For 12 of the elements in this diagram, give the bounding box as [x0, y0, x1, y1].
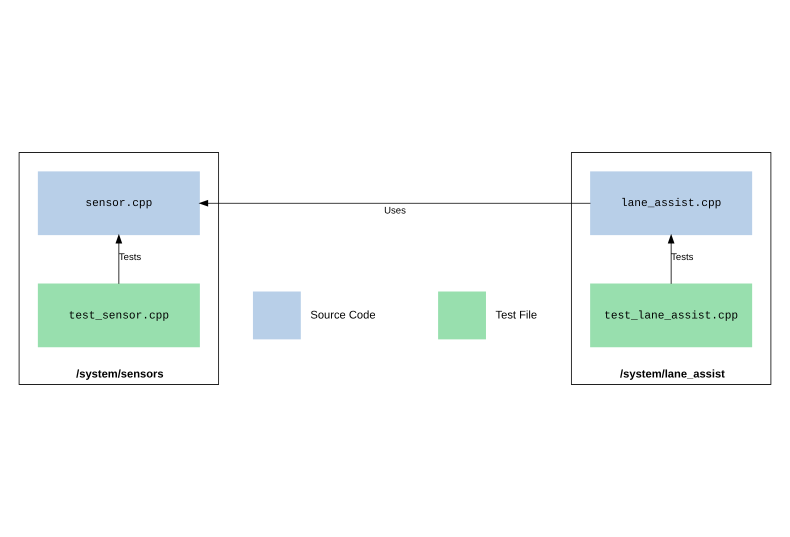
legend-label: Source Code — [310, 309, 376, 322]
legend-label: Test File — [496, 309, 538, 322]
edge-label: Tests — [118, 252, 142, 263]
edge-label: Tests — [671, 252, 694, 263]
arrow — [198, 200, 591, 207]
node-box: sensor.cpp — [38, 171, 200, 236]
node-box: lane_assist.cpp — [590, 171, 752, 236]
arrow — [668, 234, 674, 284]
edge-label: Uses — [384, 205, 406, 216]
node-box: test_lane_assist.cpp — [590, 283, 752, 348]
node-box: test_sensor.cpp — [38, 283, 200, 348]
arrow — [116, 234, 122, 284]
